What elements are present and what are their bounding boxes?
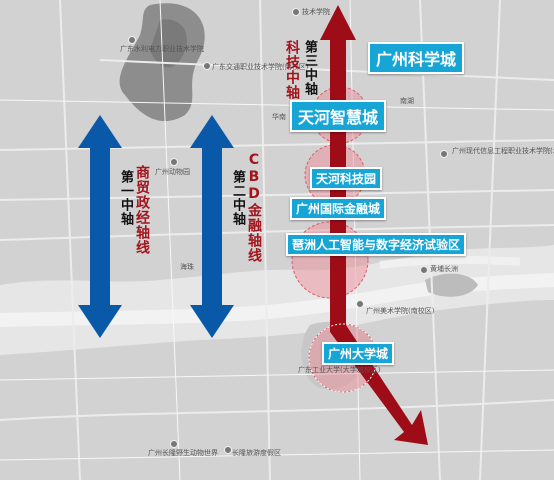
third-axis-sub-label: 科技中轴	[284, 40, 300, 100]
first-axis-sub-label: 商贸政经轴线	[134, 165, 150, 255]
zone-finance-city[interactable]: 广州国际金融城	[290, 197, 387, 220]
zone-science-city[interactable]: 广州科学城	[368, 42, 465, 74]
poi-pazhou-campus[interactable]: 广州美术学院(南校区)	[366, 307, 435, 315]
mountain-peak	[150, 19, 188, 68]
second-axis-label: 第二中轴	[230, 170, 245, 226]
poi-pin[interactable]	[128, 36, 136, 44]
poi-traffic-college[interactable]: 广东交通职业技术学院(南校区)	[212, 63, 309, 71]
zone-university-city[interactable]: 广州大学城	[322, 342, 395, 365]
poi-pingshan[interactable]: 广东水利电力职业技术学院	[120, 45, 204, 53]
poi-pin[interactable]	[420, 266, 428, 274]
poi-tech-institute[interactable]: 技术学院	[302, 8, 330, 16]
third-axis-arrow	[320, 5, 428, 445]
poi-pin[interactable]	[440, 150, 448, 158]
poi-south-lake: 南湖	[400, 97, 414, 105]
poi-haizhu: 海珠	[180, 263, 194, 271]
poi-pin[interactable]	[203, 62, 211, 70]
poi-pin[interactable]	[170, 158, 178, 166]
first-axis-arrow	[78, 115, 122, 338]
poi-modern-info[interactable]: 广州现代信息工程职业技术学院(北校区)	[452, 147, 554, 155]
first-axis-label: 第一中轴	[118, 170, 133, 226]
poi-huangpu[interactable]: 黄埔长洲	[430, 265, 458, 273]
poi-pin[interactable]	[356, 300, 364, 308]
zone-tech-park[interactable]: 天河科技园	[310, 167, 383, 190]
poi-chimelong-resort[interactable]: 长隆旅游度假区	[232, 449, 281, 457]
zone-smart-city[interactable]: 天河智慧城	[290, 100, 387, 132]
third-axis-label: 第三中轴	[302, 40, 317, 96]
poi-zoo[interactable]: 广州动物园	[155, 168, 190, 176]
poi-univ-campus[interactable]: 广东工业大学(大学城校区)	[298, 366, 381, 374]
poi-pin[interactable]	[292, 8, 300, 16]
island	[425, 273, 478, 297]
poi-pin[interactable]	[170, 440, 178, 448]
second-axis-sub-label: CBD金融轴线	[246, 152, 262, 263]
second-axis-arrow	[190, 115, 234, 338]
zone-pazhou[interactable]: 琶洲人工智能与数字经济试验区	[286, 233, 467, 256]
poi-tianhe: 华南	[272, 113, 286, 121]
poi-pin[interactable]	[224, 446, 232, 454]
poi-chimelong[interactable]: 广州长隆野生动物世界	[148, 449, 218, 457]
river	[0, 245, 554, 355]
